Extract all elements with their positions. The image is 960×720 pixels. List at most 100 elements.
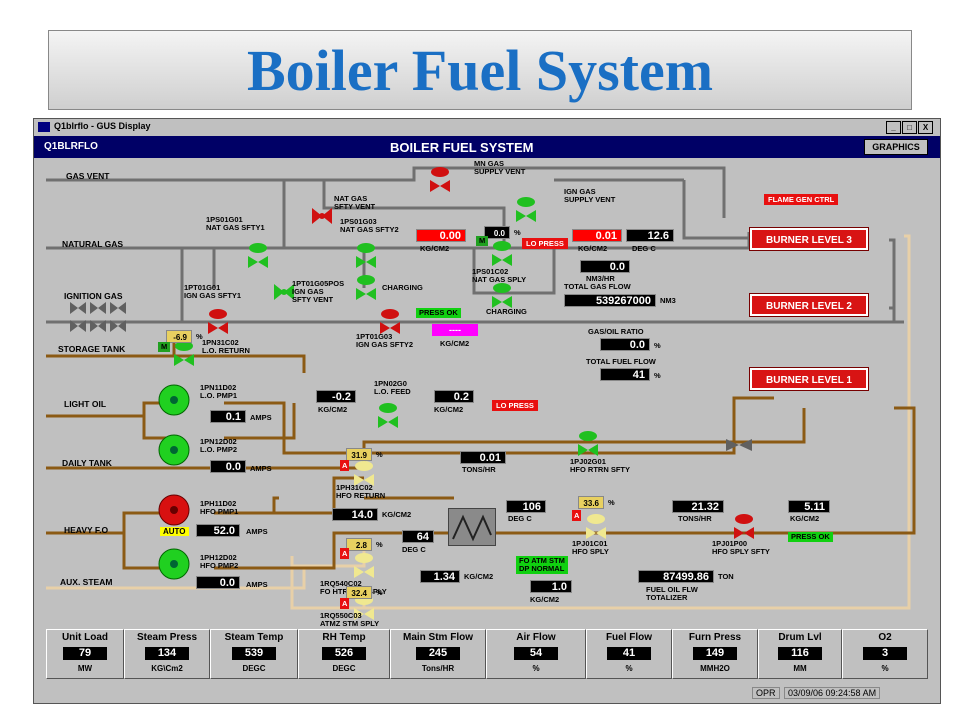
graphics-button[interactable]: GRAPHICS: [864, 139, 928, 155]
stm-press-unit: KG/CM2: [464, 572, 494, 581]
pj01c01-valve[interactable]: [584, 513, 608, 539]
ign-gas-supply-vent-valve[interactable]: [514, 196, 538, 222]
summary-unit: DEGC: [332, 664, 356, 673]
hfo-temp2-value: 106: [506, 500, 546, 513]
lo-pmp1-label: 1PN11D02 L.O. PMP1: [200, 383, 238, 400]
hfo-pmp1-pump[interactable]: [152, 494, 196, 526]
rq540c02-valve[interactable]: [352, 552, 376, 578]
status-mode: OPR: [752, 687, 780, 699]
auto-badge: AUTO: [160, 527, 189, 536]
ign-gas-press-value: ----: [432, 324, 478, 336]
hfo-heater-icon: [448, 508, 496, 546]
flame-gen-ctrl-alarm[interactable]: FLAME GEN CTRL: [764, 194, 839, 205]
ph31c02-valve[interactable]: [352, 460, 376, 486]
summary-value: 41: [607, 647, 651, 660]
pn02g0-label: 1PN02G0 L.O. FEED: [374, 379, 411, 396]
ignition-gas-manifold-icon: [70, 300, 126, 334]
ps01g03-valve[interactable]: [354, 242, 378, 268]
lo-pmp2-label: 1PN12D02 L.O. PMP2: [200, 437, 238, 454]
pn31c02-label: 1PN31C02 L.O. RETURN: [202, 338, 250, 355]
rq550-pos-unit: %: [376, 588, 383, 597]
gus-display-window: Q1blrflo - GUS Display _ □ X Q1BLRFLO BO…: [33, 118, 941, 704]
display-title: BOILER FUEL SYSTEM: [390, 140, 534, 155]
hfo-temp1-value: 64: [402, 530, 434, 543]
mn-gas-supply-vent-valve[interactable]: [428, 166, 452, 192]
gas-temp-value: 12.6: [626, 229, 674, 242]
ign-gas-supply-vent-label: IGN GAS SUPPLY VENT: [564, 187, 616, 204]
press-ok1-badge: PRESS OK: [416, 308, 461, 318]
gas-total-unit: NM3: [660, 296, 676, 305]
pj01c01-pos-unit: %: [608, 498, 615, 507]
lo-pmp1-amps-unit: AMPS: [250, 413, 272, 422]
hfo-pmp2-pump[interactable]: [152, 548, 196, 580]
pn02g0-valve[interactable]: [376, 402, 400, 428]
pt01g05-label: 1PT01G05POS IGN GAS SFTY VENT: [292, 279, 345, 304]
lo-press2-value: 0.2: [434, 390, 474, 403]
pipe-network: [46, 166, 916, 610]
summary-label: O2: [878, 632, 892, 643]
summary-value: 3: [863, 647, 907, 660]
pt01g01-valve[interactable]: [206, 308, 230, 334]
burner-level-2[interactable]: BURNER LEVEL 2: [749, 293, 869, 317]
daily-tank-label: DAILY TANK: [62, 458, 112, 468]
summary-value: 54: [514, 647, 558, 660]
light-oil-label: LIGHT OIL: [64, 399, 107, 409]
lo-press1-unit: KG/CM2: [318, 405, 348, 414]
ignition-gas-label: IGNITION GAS: [64, 291, 123, 301]
pt01g03-label: 1PT01G03 IGN GAS SFTY2: [356, 332, 414, 349]
fuel-system-schematic: GAS VENT NATURAL GAS IGNITION GAS STORAG…: [34, 158, 940, 628]
hfo-pmp2-label: 1PH12D02 HFO PMP2: [200, 553, 239, 570]
nat-gas-sfty-vent-valve[interactable]: [310, 206, 334, 226]
nat-gas-press-value: 0.00: [416, 229, 466, 242]
lo-pmp2-pump[interactable]: [152, 434, 196, 466]
pn31c02-valve[interactable]: [172, 340, 196, 366]
hfo-pmp1-label: 1PH11D02 HFO PMP1: [200, 499, 239, 516]
summary-label: Main Stm Flow: [403, 632, 473, 643]
maximize-button[interactable]: □: [902, 121, 917, 134]
pn31c02-manual-badge: M: [158, 342, 171, 352]
rq550-auto-badge: A: [340, 598, 350, 609]
summary-label: Fuel Flow: [605, 632, 653, 643]
ps01g01-valve[interactable]: [246, 242, 270, 268]
summary-value: 134: [145, 647, 189, 660]
pn31c02-pos-value: -6.9: [166, 330, 192, 343]
minimize-button[interactable]: _: [886, 121, 901, 134]
window-titlebar: Q1blrflo - GUS Display _ □ X: [34, 119, 940, 136]
burner-level-1[interactable]: BURNER LEVEL 1: [749, 367, 869, 391]
pj01p00-valve[interactable]: [732, 513, 756, 539]
charging1-label: CHARGING: [382, 283, 423, 292]
lo-pmp1-pump[interactable]: [152, 384, 196, 416]
fuel-flow-value: 41: [600, 368, 650, 381]
hfo-pmp1-amps-value: 52.0: [196, 524, 240, 537]
ph31c02-pos-value: 31.9: [346, 448, 372, 461]
ph31c02-label: 1PH31C02 HFO RETURN: [336, 483, 386, 500]
summary-unit: MW: [77, 664, 93, 673]
ign-gas-press-unit: KG/CM2: [440, 339, 470, 348]
burner-level-3[interactable]: BURNER LEVEL 3: [749, 227, 869, 251]
lo-pmp2-amps-unit: AMPS: [250, 464, 272, 473]
gas-oil-ratio-value: 0.0: [600, 338, 650, 351]
pt01g03-valve[interactable]: [378, 308, 402, 334]
charging2-valve[interactable]: [490, 282, 514, 308]
summary-label: Steam Temp: [224, 632, 284, 643]
charging1-valve[interactable]: [354, 274, 378, 300]
mn-gas-supply-vent-label: MN GAS SUPPLY VENT: [474, 159, 526, 176]
summary-label: Unit Load: [61, 632, 109, 643]
close-button[interactable]: X: [918, 121, 933, 134]
summary-unit: %: [532, 664, 540, 673]
ps01c02-valve[interactable]: [490, 240, 514, 266]
pt01g05-valve[interactable]: [272, 282, 296, 302]
pj02g01-valve[interactable]: [576, 430, 600, 456]
daily-tank-gate-valve[interactable]: [726, 438, 752, 451]
